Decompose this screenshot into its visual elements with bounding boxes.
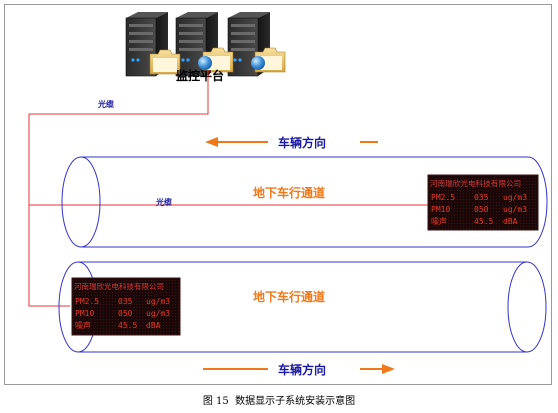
- fiber-network: [28, 70, 428, 307]
- tunnel-entrance-right: [507, 261, 547, 353]
- led-display-upper: 河南瑞欣光电科技有限公司 PM2.5 035 ug/m3 PM10 050 ug…: [427, 174, 539, 231]
- led-row-name: PM2.5: [75, 297, 99, 306]
- led-row-unit: dBA: [503, 217, 518, 226]
- tunnel-label-lower: 地下车行通道: [253, 289, 325, 304]
- led-row-unit: ug/m3: [146, 297, 170, 306]
- platform-label: 监控平台: [176, 68, 224, 83]
- led-row-value: 050: [474, 205, 489, 214]
- led-row-name: 噪声: [75, 320, 91, 330]
- direction-arrow-right: 车辆方向: [203, 360, 395, 377]
- led-row-value: 050: [118, 309, 133, 318]
- folder-icon: [149, 49, 181, 75]
- tunnel-label-upper: 地下车行通道: [253, 185, 325, 200]
- fiber-label-top: 光缆: [97, 99, 114, 109]
- tunnel-entrance-right: [527, 156, 548, 248]
- monitoring-platform: 监控平台: [125, 12, 286, 83]
- fiber-line-platform: [28, 70, 209, 307]
- globe-icon: [198, 56, 212, 70]
- led-row-name: PM2.5: [431, 193, 455, 202]
- led-row-value: 45.5: [474, 217, 493, 226]
- led-row-unit: ug/m3: [503, 205, 527, 214]
- led-row-value: 45.5: [118, 321, 137, 330]
- globe-icon: [251, 56, 265, 70]
- figure-caption: 图 15 数据显示子系统安装示意图: [203, 394, 355, 407]
- fiber-label-tunnel: 光缆: [155, 197, 172, 207]
- tunnel-entrance-left: [61, 156, 101, 248]
- led-row-unit: dBA: [146, 321, 161, 330]
- direction-label-lower: 车辆方向: [278, 362, 326, 377]
- upper-tunnel: [61, 156, 548, 248]
- led-row-value: 035: [118, 297, 133, 306]
- figure-frame: [4, 4, 552, 385]
- direction-arrow-left: 车辆方向: [205, 133, 378, 150]
- led-row-name: 噪声: [431, 216, 447, 226]
- led-row-name: PM10: [75, 309, 94, 318]
- led-display-lower: 河南瑞欣光电科技有限公司 PM2.5 035 ug/m3 PM10 050 ug…: [71, 277, 181, 336]
- led-row-unit: ug/m3: [146, 309, 170, 318]
- led-row-value: 035: [474, 193, 489, 202]
- direction-label-upper: 车辆方向: [278, 135, 326, 150]
- led-company: 河南瑞欣光电科技有限公司: [74, 281, 164, 291]
- led-row-unit: ug/m3: [503, 193, 527, 202]
- led-company: 河南瑞欣光电科技有限公司: [430, 178, 521, 188]
- led-row-name: PM10: [431, 205, 450, 214]
